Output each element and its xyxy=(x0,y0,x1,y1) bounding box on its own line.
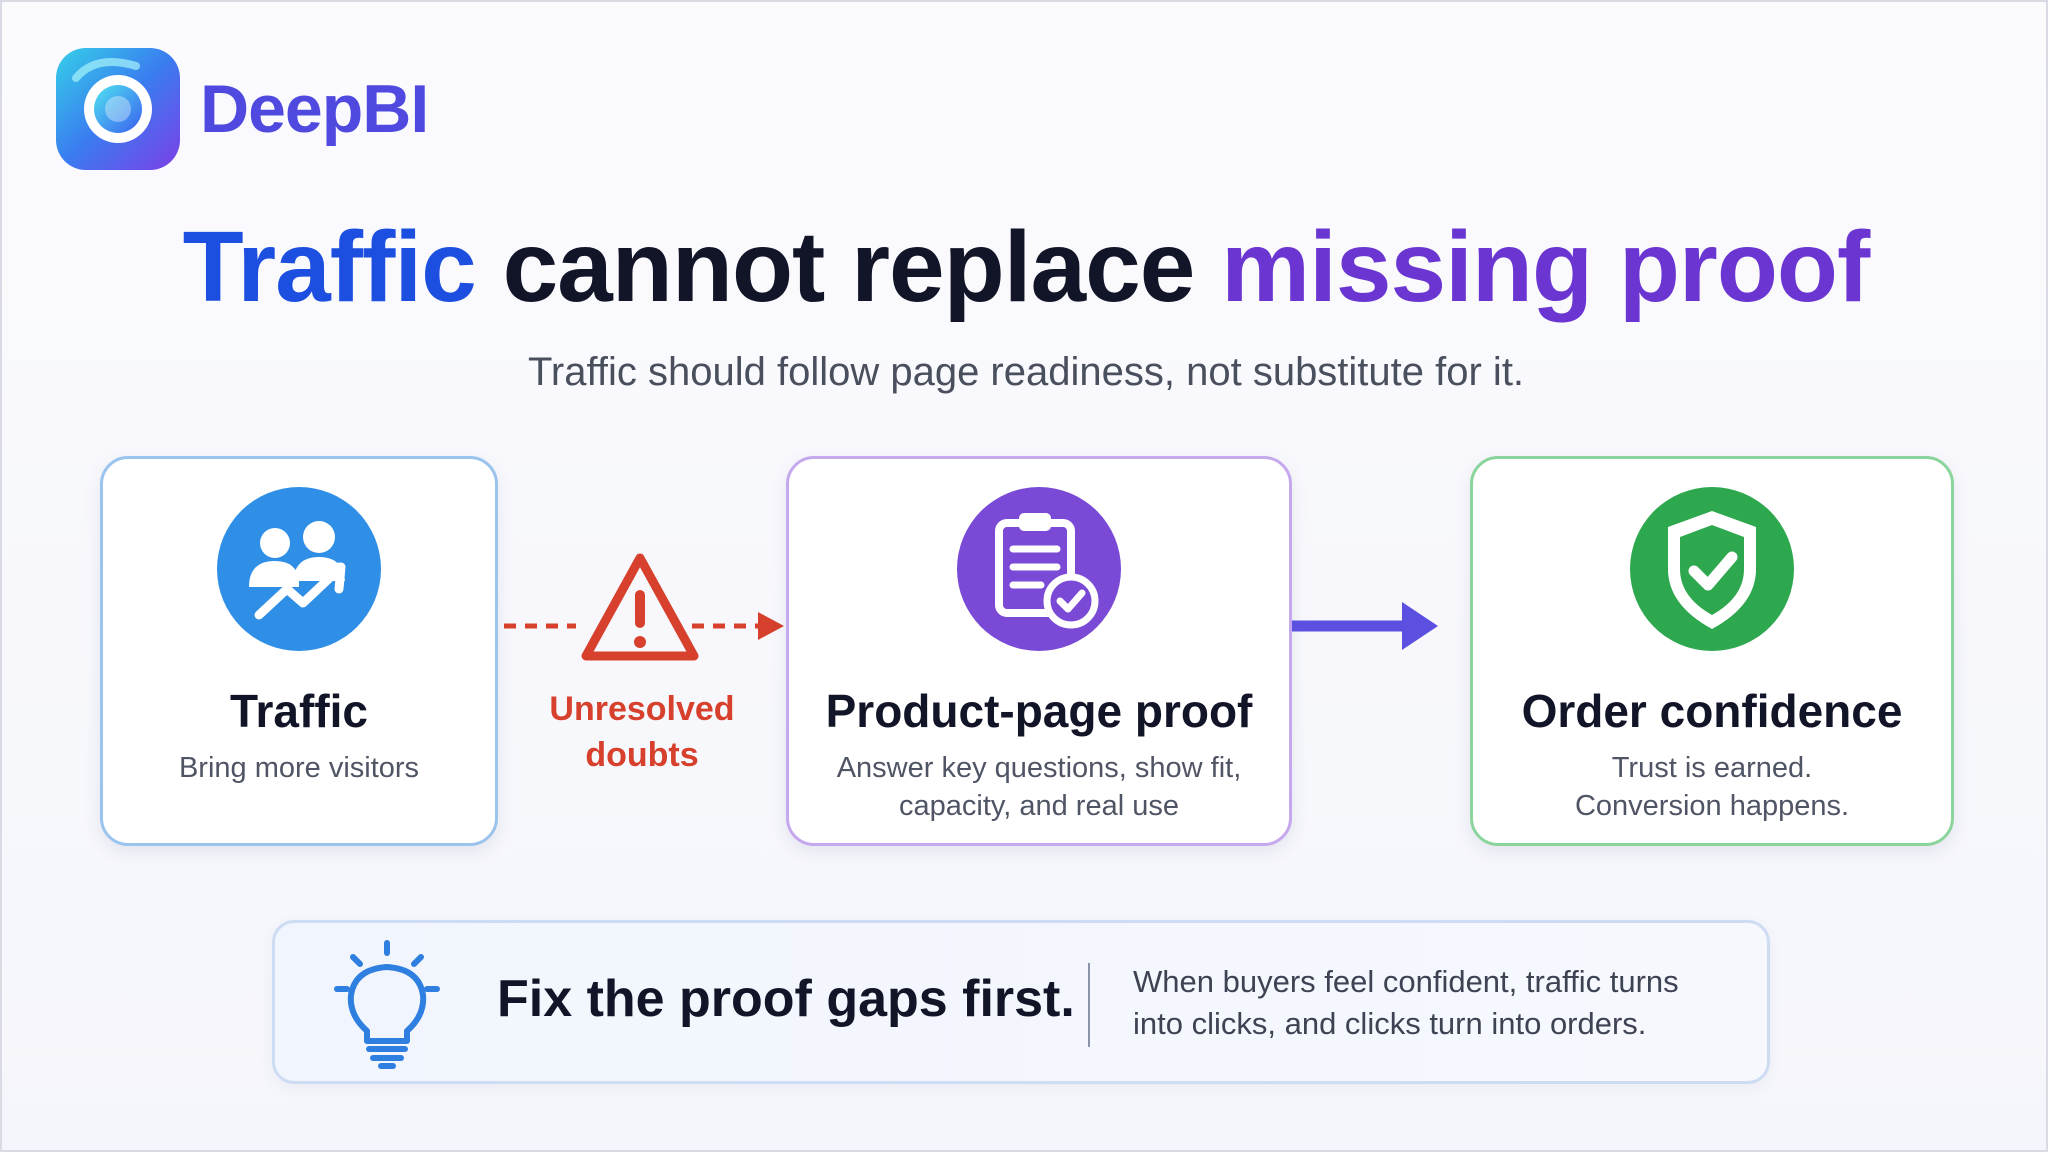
warning-label-line2: doubts xyxy=(585,736,699,774)
step-title: Order confidence xyxy=(1521,685,1903,737)
banner-text: When buyers feel confident, traffic turn… xyxy=(1133,964,1679,1041)
warning-label-line1: Unresolved xyxy=(549,690,735,728)
brand-name: DeepBI xyxy=(200,71,429,147)
title-middle: cannot replace xyxy=(475,211,1222,323)
title-keyword-proof: missing proof xyxy=(1221,211,1870,323)
deepbi-logo-icon xyxy=(56,48,180,170)
step-description: Trust is earned. Conversion happens. xyxy=(1574,752,1850,822)
banner-headline: Fix the proof gaps first. xyxy=(497,970,1075,1028)
logo: DeepBI xyxy=(56,48,429,170)
key-takeaway-banner: Fix the proof gaps first. When buyers fe… xyxy=(272,920,1770,1084)
clipboard-check-icon xyxy=(957,487,1121,651)
title-keyword-traffic: Traffic xyxy=(182,211,477,323)
step-card-product-proof: Product-page proof Answer key questions,… xyxy=(786,456,1292,846)
page-title: Traffic cannot replace missing proof xyxy=(2,210,2048,325)
lightbulb-icon xyxy=(334,940,440,1069)
shield-check-icon xyxy=(1630,487,1794,651)
step-card-order-confidence: Order confidence Trust is earned. Conver… xyxy=(1470,456,1954,846)
dashed-connector xyxy=(504,612,784,640)
warning-triangle-icon xyxy=(581,553,699,661)
banner-divider xyxy=(1088,963,1090,1047)
page-subtitle: Traffic should follow page readiness, no… xyxy=(527,350,1525,394)
step-title: Traffic xyxy=(229,685,369,737)
unresolved-doubts-label: Unresolved doubts xyxy=(532,686,752,778)
step-description: Answer key questions, show fit, capacity… xyxy=(836,752,1242,822)
people-growth-icon xyxy=(217,487,381,651)
step-description: Bring more visitors xyxy=(178,752,420,784)
step-title: Product-page proof xyxy=(825,685,1253,737)
step-card-traffic: Traffic Bring more visitors xyxy=(100,456,498,846)
arrow-right-icon xyxy=(1292,602,1438,650)
